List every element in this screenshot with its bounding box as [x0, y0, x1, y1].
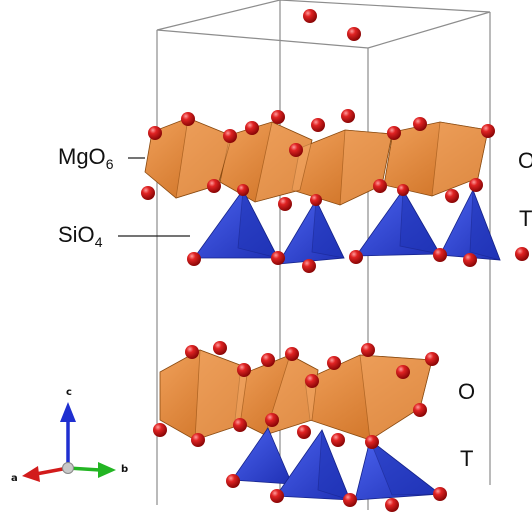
lower-octahedral-layer [159, 349, 433, 441]
upper-tetrahedral-layer [193, 188, 501, 265]
sio4-tetrahedron [231, 427, 293, 485]
upper-octahedral-label: O [518, 148, 532, 173]
lower-tetrahedral-label: T [460, 446, 474, 471]
mgo6-label: MgO6 [58, 144, 114, 172]
lower-tetrahedral-layer [231, 427, 442, 501]
b-axis-arrow [98, 462, 116, 478]
upper-tetrahedral-label: T [519, 206, 532, 231]
a-axis-label: a [11, 473, 18, 484]
lower-octahedral-label: O [458, 379, 476, 404]
b-axis-label: b [121, 464, 129, 475]
sio4-label: SiO4 [58, 222, 103, 250]
oxygen-atoms [141, 9, 529, 512]
axis-triad [22, 402, 116, 482]
c-axis-label: c [66, 387, 72, 398]
c-axis-arrow [60, 402, 76, 422]
a-axis-arrow [22, 466, 40, 482]
